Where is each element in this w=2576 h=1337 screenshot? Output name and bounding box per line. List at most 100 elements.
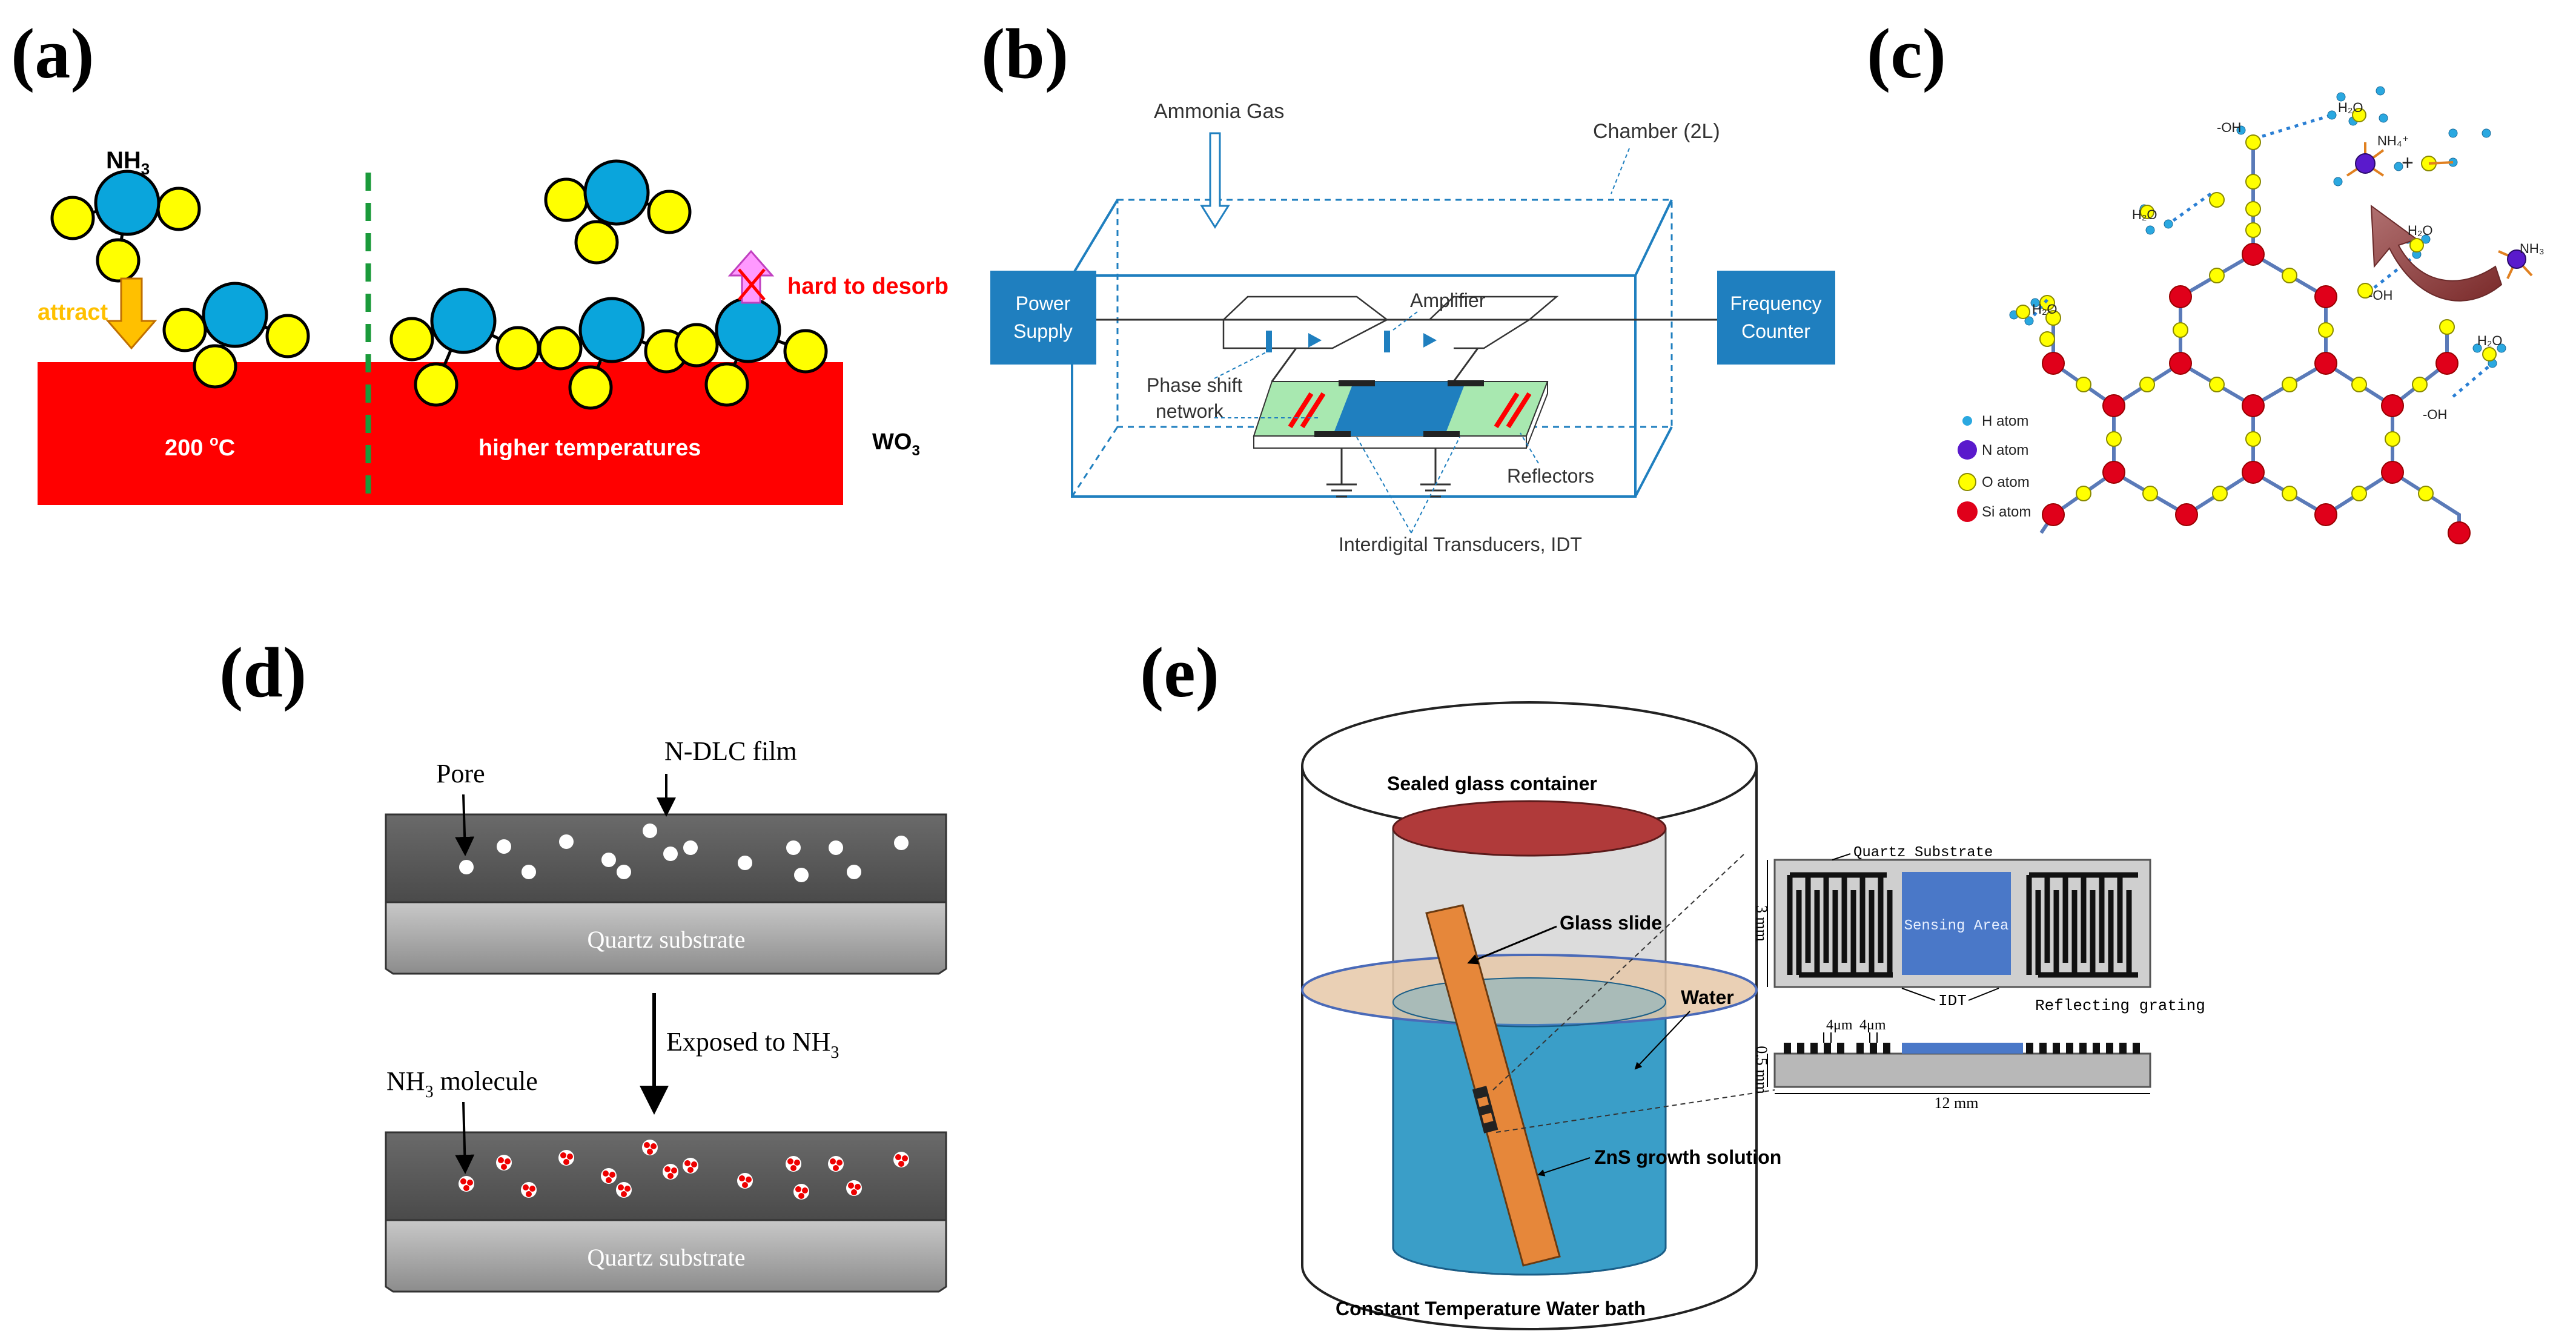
chamber-box — [1070, 199, 1673, 498]
panel-c-label: (c) — [1867, 14, 1946, 93]
idt-left-icon — [1339, 380, 1375, 386]
quartz-substrate-top — [385, 901, 947, 975]
quartz-substrate-label-e: Quartz Substrate — [1853, 845, 1993, 861]
panel-d-label: (d) — [219, 633, 306, 712]
reflector-left-icon — [1288, 392, 1314, 429]
panel-d: (d) Quartz substrate N-DLC film Pore Exp… — [219, 633, 947, 1293]
nh4-label: NH₄⁺ — [2377, 133, 2409, 148]
reflecting-grating-label: Reflecting grating — [2035, 997, 2205, 1015]
nh3-molecule-surface-1 — [389, 288, 540, 407]
pores — [459, 824, 909, 882]
idt-left-icon — [1787, 872, 1893, 978]
ammonia-gas-arrow — [1200, 132, 1230, 229]
amplifier-label: Amplifier — [1410, 289, 1486, 311]
power-supply-box — [990, 271, 1096, 365]
nh4-ion — [2346, 142, 2385, 177]
panel-e-label: (e) — [1140, 633, 1219, 712]
dim-4um-a-label: 4μm — [1826, 1017, 1853, 1033]
sensing-area-label: Sensing Area — [1904, 918, 2009, 934]
ndlc-film-label: N-DLC film — [664, 736, 797, 766]
legend-si-atom: Si atom — [1982, 504, 2031, 520]
zns-solution-label: ZnS growth solution — [1594, 1146, 1781, 1168]
water-plane — [1301, 954, 1758, 1026]
idt-label-e: IDT — [1938, 992, 1967, 1010]
sensing-area — [1902, 872, 2011, 975]
svg-text:200 oC: 200 oC — [165, 433, 235, 461]
phase-shift-label-2: network — [1156, 400, 1224, 422]
saw-device — [1253, 380, 1549, 498]
panel-b: (b) Ammonia Gas Chamber (2L) Power Suppl… — [981, 14, 1835, 555]
h2o-label-5: H₂O — [2477, 333, 2503, 348]
beaker-lid-icon — [1392, 800, 1667, 857]
reflector-right-icon — [1494, 392, 1520, 429]
nh3-adsorbed-molecules — [459, 1140, 909, 1200]
water-label: Water — [1681, 986, 1734, 1008]
h-atoms — [2009, 86, 2506, 368]
nh3-molecule-free — [50, 170, 201, 283]
hard-to-desorb-label: hard to desorb — [787, 274, 949, 299]
quartz-substrate-side-view — [1773, 1052, 2151, 1088]
nh3-molecule-label: NH — [386, 1066, 425, 1096]
nh3-label-c: NH₃ — [2520, 241, 2545, 256]
reaction-curve-arrow — [2370, 204, 2503, 302]
nh3-molecule-surface-3 — [674, 297, 828, 407]
h2o-label-4: H₂O — [2408, 223, 2433, 238]
idt-side-fingers — [1784, 1043, 2140, 1054]
dim-12mm-label: 12 mm — [1935, 1094, 1979, 1112]
quartz-substrate-bottom — [385, 1219, 947, 1293]
wo3-label-sub: 3 — [912, 443, 919, 459]
hydrogen-bonds — [2028, 113, 2494, 398]
oh-label-2: -OH — [2368, 288, 2392, 303]
attract-arrow — [105, 277, 157, 350]
phase-shift-label-1: Phase shift — [1147, 374, 1242, 396]
wo3-label: WO — [872, 429, 912, 455]
exposed-label-sub: 3 — [830, 1043, 839, 1062]
dim-4um-b-label: 4μm — [1859, 1017, 1886, 1033]
si-atoms — [2042, 243, 2471, 544]
desorb-arrow — [727, 249, 775, 304]
oh-label-1: -OH — [2217, 120, 2241, 135]
phase-shifter-component — [1266, 331, 1272, 352]
temp-low-unit: C — [219, 435, 235, 461]
panel-a: (a) NH3 attract — [11, 14, 949, 505]
svg-text:NH3: NH3 — [106, 147, 150, 178]
h2o-label-3: H₂O — [2032, 302, 2058, 317]
panel-c: (c) — [1867, 14, 2545, 544]
amplifier-component — [1384, 331, 1390, 352]
idt-label: Interdigital Transducers, IDT — [1339, 533, 1582, 555]
plus-sign: + — [2402, 151, 2414, 174]
idt-right-icon — [1448, 380, 1484, 386]
idt-right-icon — [2026, 872, 2138, 978]
ground-icon — [1326, 483, 1451, 498]
ammonia-gas-label: Ammonia Gas — [1154, 100, 1284, 123]
nh3-molecule-c — [2498, 249, 2533, 279]
exposed-label: Exposed to NH — [666, 1027, 830, 1057]
power-supply-label-2: Supply — [1013, 320, 1073, 342]
frequency-counter-label-2: Counter — [1741, 320, 1810, 342]
oh-label-3: -OH — [2423, 407, 2447, 422]
glass-slide-label: Glass slide — [1560, 912, 1662, 934]
sensing-layer-side — [1902, 1043, 2023, 1054]
saw-chip-icon — [1472, 1086, 1498, 1134]
quartz-substrate-label-bottom: Quartz substrate — [587, 1244, 745, 1271]
temp-low-label: 200 — [165, 435, 210, 461]
svg-text:WO3: WO3 — [872, 429, 920, 459]
quartz-substrate-label-top: Quartz substrate — [587, 926, 745, 953]
legend-n-atom: N atom — [1982, 442, 2028, 458]
nh3-label: NH — [106, 147, 141, 174]
nh3-molecule-label-sub: 3 — [425, 1083, 434, 1101]
container-bottom — [1301, 1265, 1758, 1330]
legend-o-atom: O atom — [1982, 474, 2030, 490]
power-supply-label-1: Power — [1016, 292, 1071, 314]
glass-slide — [1425, 904, 1561, 1267]
chamber-label: Chamber (2L) — [1593, 120, 1720, 143]
svg-text:Exposed to NH3: Exposed to NH3 — [666, 1027, 839, 1062]
pore-label: Pore — [436, 759, 485, 788]
temp-high-label: higher temperatures — [478, 435, 701, 461]
nh3-molecule-adsorbed — [162, 282, 310, 389]
nh3-molecule-desorbed — [544, 159, 692, 265]
nh3-label-sub: 3 — [141, 160, 150, 178]
attract-label: attract — [38, 300, 108, 325]
h2o-label-2: H₂O — [2132, 207, 2157, 222]
